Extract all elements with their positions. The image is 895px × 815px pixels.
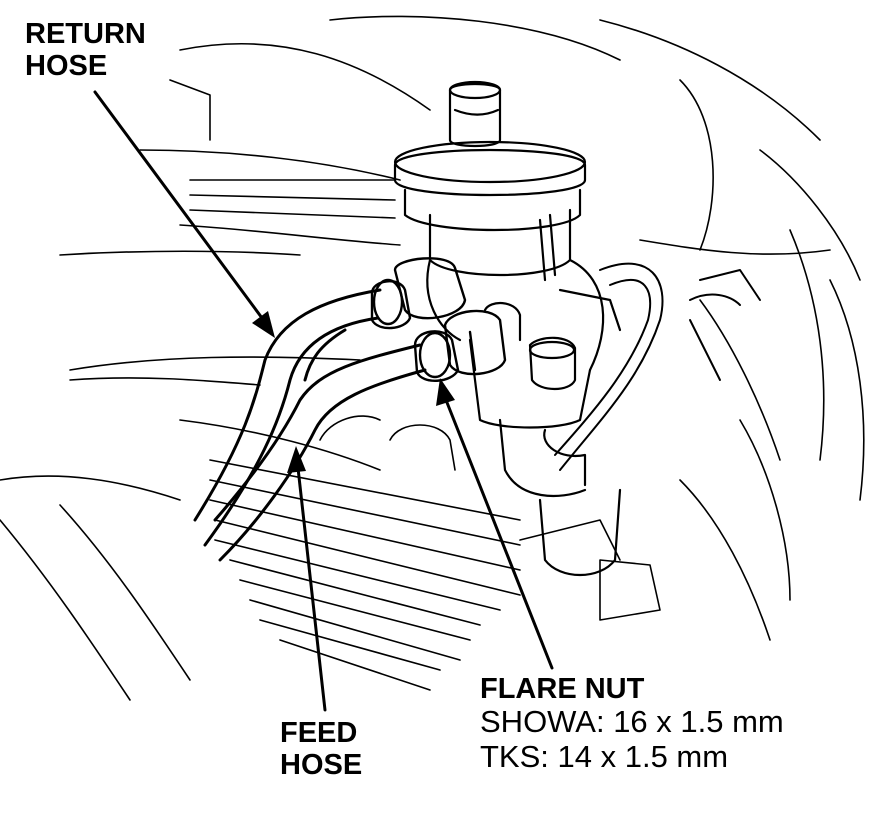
flare-nut-spec-showa: SHOWA: 16 x 1.5 mm: [480, 704, 784, 740]
flare-nut-leader: [444, 398, 554, 670]
leader-arrows: [93, 90, 554, 712]
return-hose-fitting: [370, 257, 467, 330]
return-hose-label: RETURN HOSE: [25, 18, 146, 83]
pump-body: [426, 258, 622, 577]
feed-hose-label: FEED HOSE: [280, 717, 362, 782]
pump-reservoir: [393, 80, 587, 282]
flare-nut-fitting: [413, 309, 507, 382]
feed-hose-arrowhead: [287, 446, 306, 473]
feed-hose: [213, 343, 427, 562]
flare-nut-arrowhead: [436, 378, 455, 406]
right-side-tube: [554, 262, 761, 471]
return-hose-label-line-2: HOSE: [25, 50, 108, 83]
flare-nut-spec-tks: TKS: 14 x 1.5 mm: [480, 739, 729, 775]
return-hose-label-line-1: RETURN: [25, 18, 146, 50]
return-hose-leader: [93, 90, 264, 320]
engine-background: [0, 15, 865, 701]
flare-nut-title: FLARE NUT: [480, 673, 645, 705]
feed-hose-label-line-1: FEED: [280, 717, 358, 749]
feed-hose-leader: [296, 466, 327, 712]
return-hose-arrowhead: [252, 311, 275, 338]
flare-nut-label: FLARE NUT SHOWA: 16 x 1.5 mm TKS: 14 x 1…: [480, 673, 784, 775]
feed-hose-label-line-2: HOSE: [280, 749, 363, 782]
